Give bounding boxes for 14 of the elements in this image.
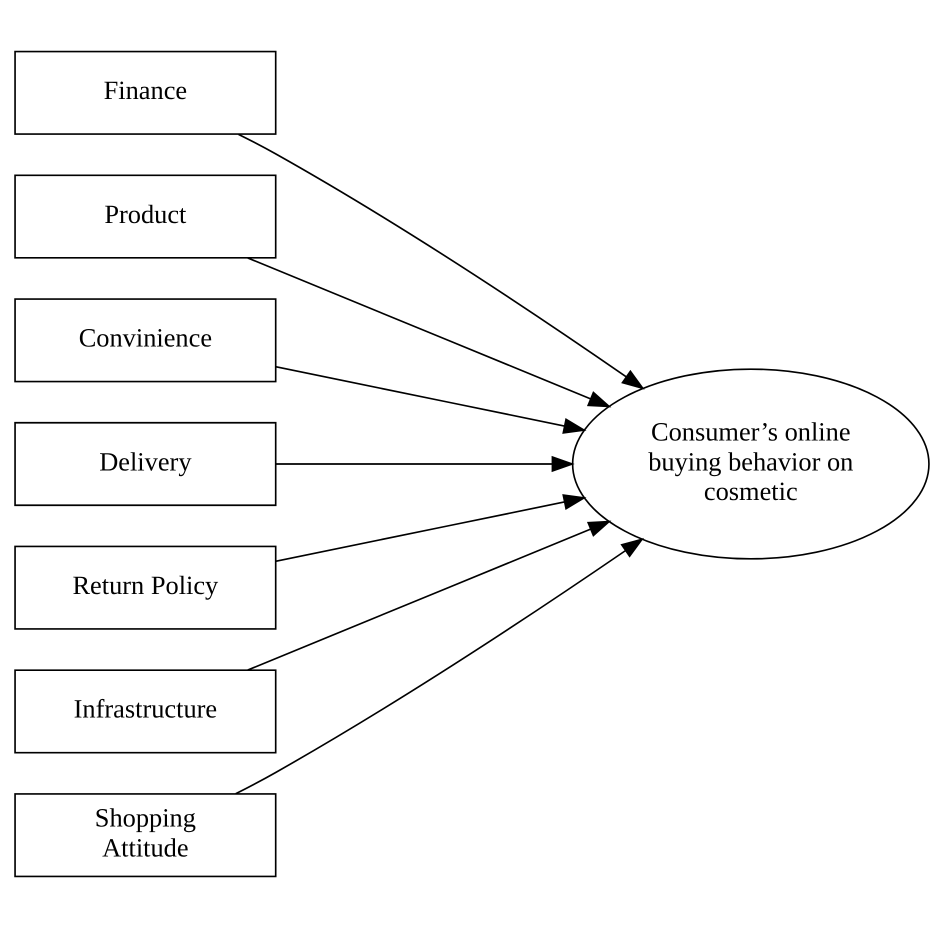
node-box: Product — [14, 174, 277, 259]
node-box: Convinience — [14, 298, 277, 382]
arrow — [276, 494, 586, 562]
node-box: Delivery — [14, 422, 277, 506]
arrow — [247, 257, 612, 408]
arrow — [276, 456, 575, 472]
node-box: Infrastructure — [14, 669, 277, 754]
arrow — [235, 538, 644, 795]
node-box: Shopping Attitude — [14, 793, 277, 878]
arrow — [238, 134, 645, 390]
arrow — [276, 366, 586, 434]
node-box: Finance — [14, 50, 277, 135]
arrow — [247, 520, 612, 671]
node-box: Return Policy — [14, 546, 277, 630]
